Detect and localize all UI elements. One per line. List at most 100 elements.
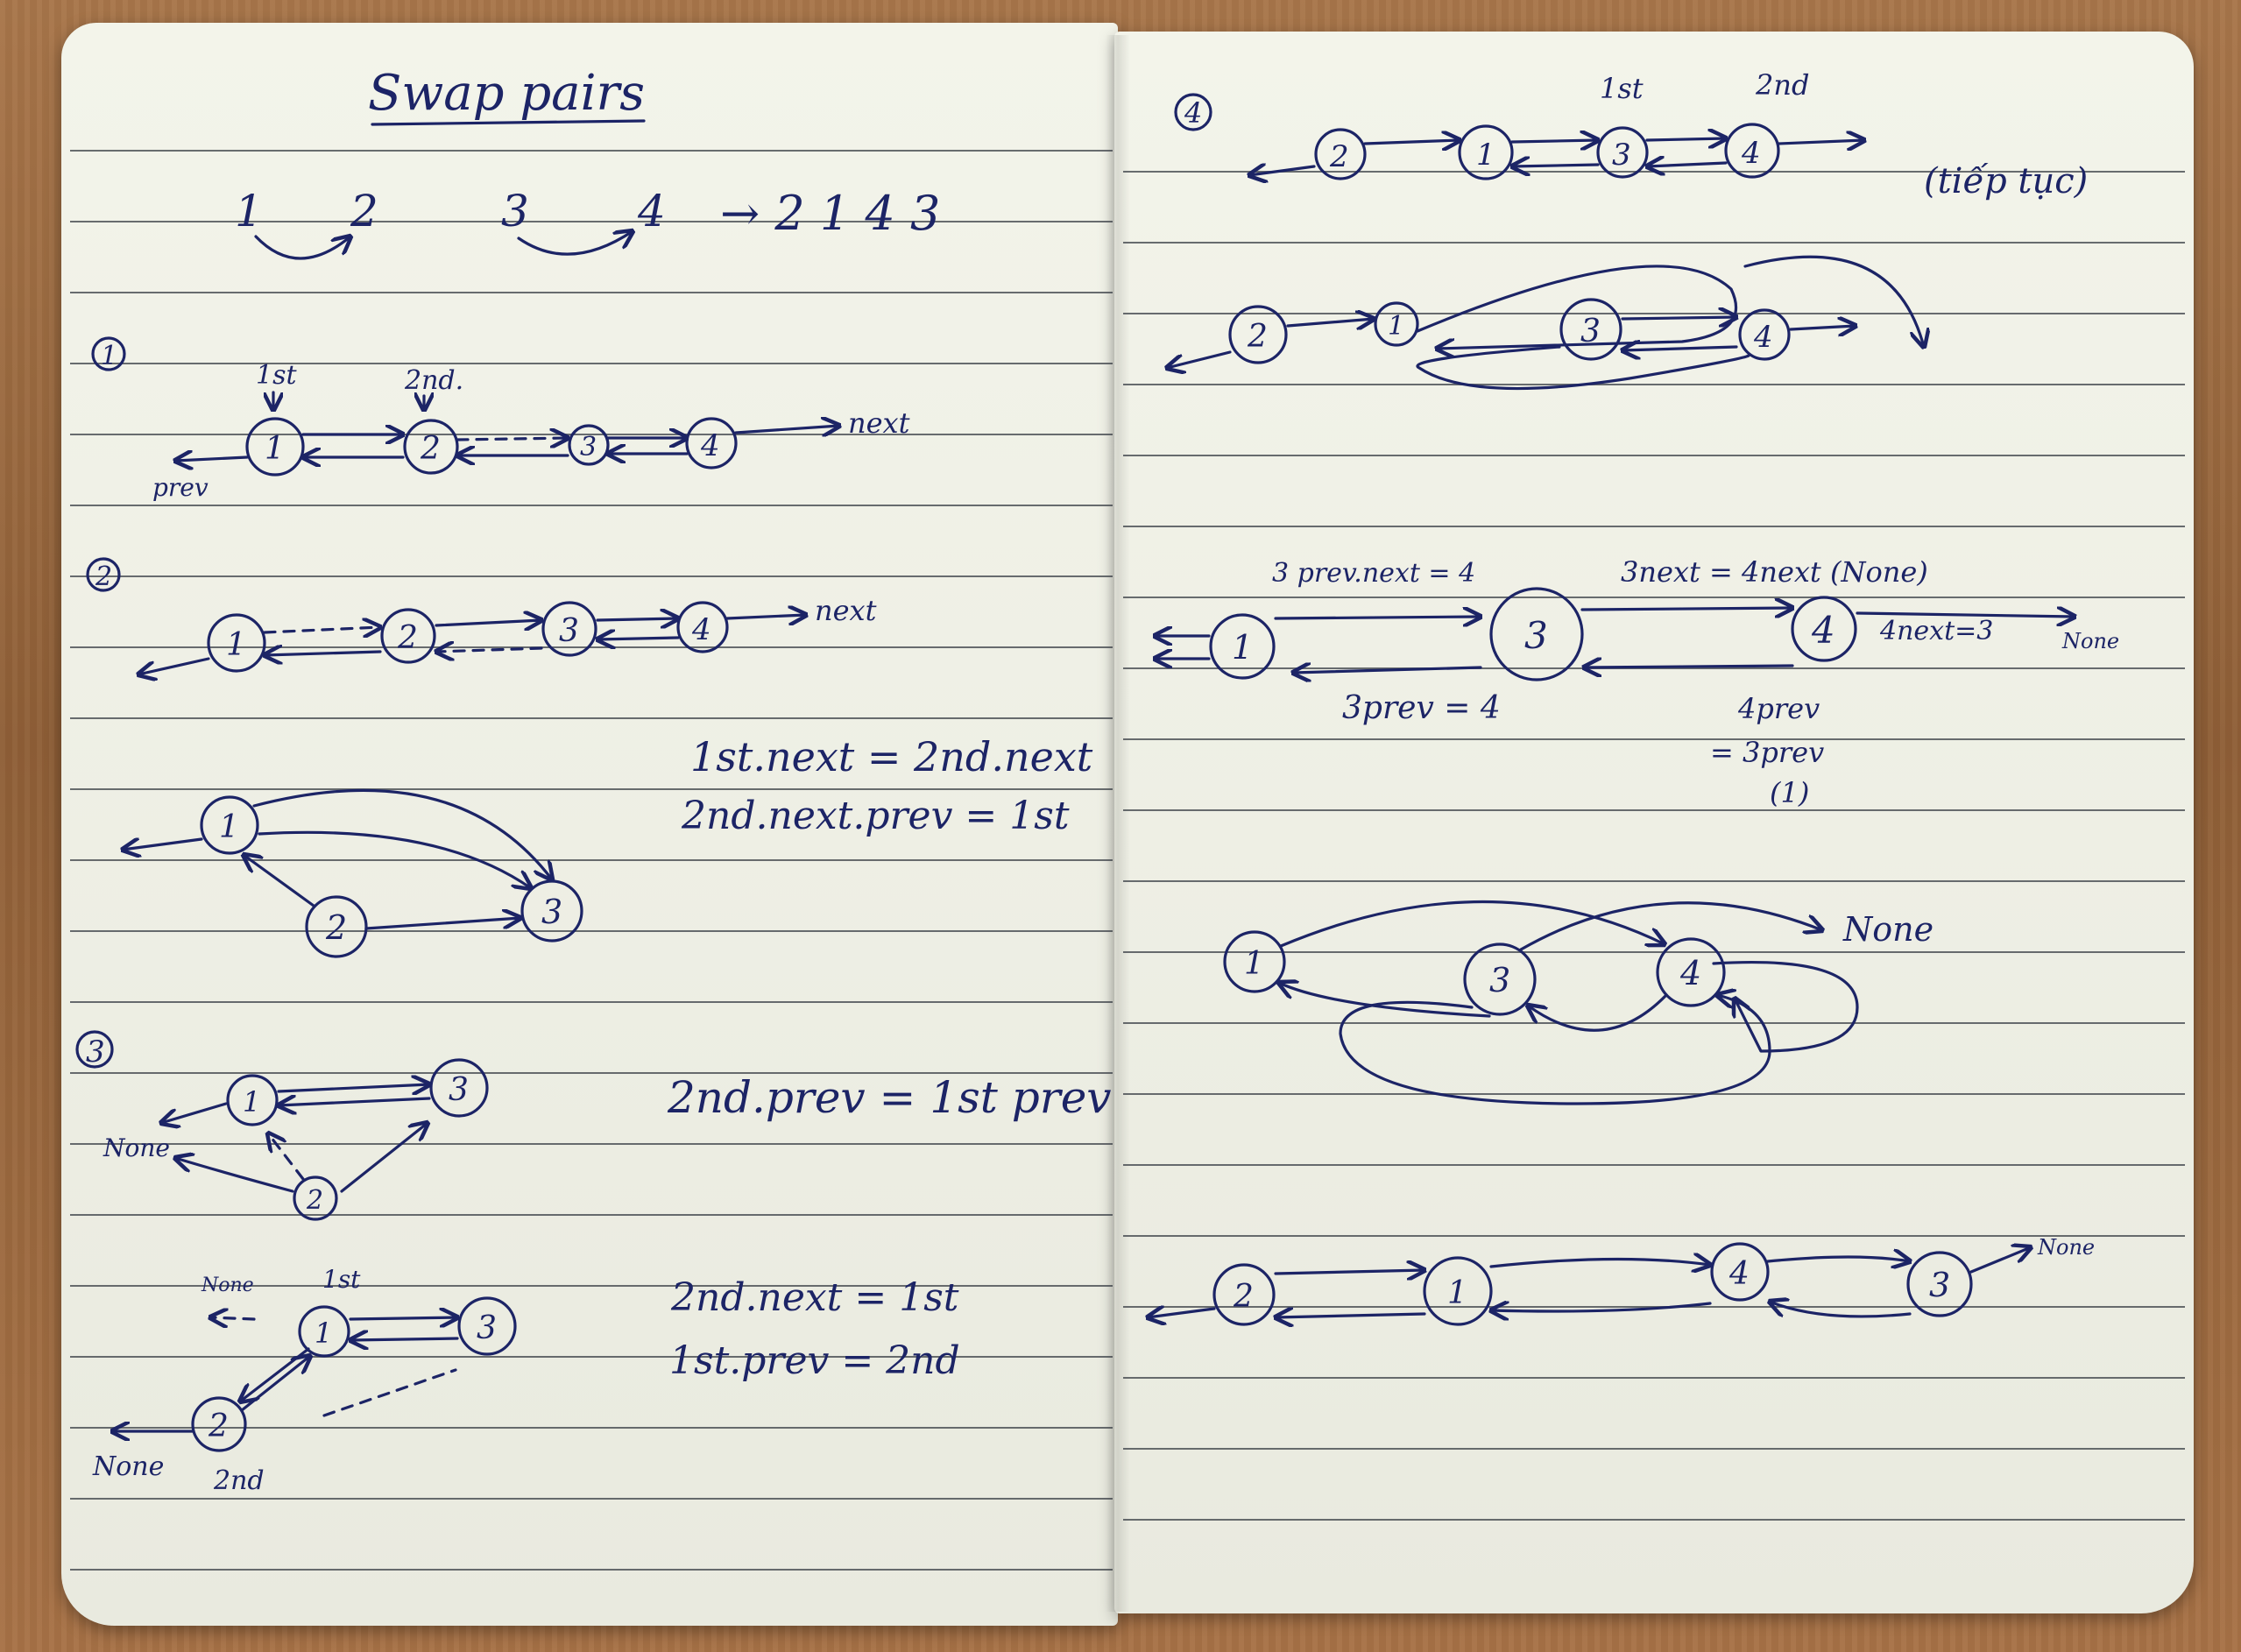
label-h: (1) xyxy=(1770,776,1809,809)
node-3: 3 xyxy=(429,1058,489,1118)
node-2: 2 xyxy=(380,608,436,664)
link xyxy=(725,615,806,618)
link xyxy=(1489,1259,1710,1267)
node-1: 1 xyxy=(1458,124,1514,180)
node-4: 4 xyxy=(676,601,729,653)
link xyxy=(1712,960,1859,1053)
page-title: Swap pairs xyxy=(368,65,645,122)
label-none: None xyxy=(1842,910,1933,949)
link xyxy=(1743,255,1924,347)
svg-text:2: 2 xyxy=(1329,139,1349,174)
svg-text:3: 3 xyxy=(1580,314,1601,349)
link xyxy=(322,1368,457,1417)
link xyxy=(1622,347,1738,350)
link xyxy=(1491,1303,1712,1311)
link xyxy=(252,788,552,879)
step-number-circle xyxy=(91,336,126,371)
link xyxy=(1286,319,1374,326)
svg-text:1: 1 xyxy=(1232,628,1253,667)
svg-text:1: 1 xyxy=(219,809,239,845)
label-none: None xyxy=(103,1133,170,1162)
link xyxy=(138,657,210,674)
node-4: 4 xyxy=(1791,596,1857,662)
link xyxy=(265,652,382,655)
node-2: 2 xyxy=(1228,305,1288,364)
node-1: 1 xyxy=(1374,301,1419,347)
notebook-right-page xyxy=(1114,32,2194,1613)
node-3: 3 xyxy=(457,1296,517,1356)
step-4: 4 1st 2nd (tiếp tục) 2 1 3 4 2 1 3 4 3 p… xyxy=(1148,68,2119,1324)
link xyxy=(350,1338,459,1340)
step-number: 1 xyxy=(101,341,117,371)
node-1: 1 xyxy=(1223,930,1286,993)
label-1st: 1st xyxy=(1600,72,1644,105)
link xyxy=(1789,326,1856,329)
note: (tiếp tục) xyxy=(1924,161,2088,201)
link xyxy=(175,457,249,461)
link xyxy=(1580,608,1792,610)
node-1: 1 xyxy=(245,417,305,477)
link xyxy=(456,438,568,440)
link xyxy=(1279,900,1665,948)
svg-text:4: 4 xyxy=(1679,954,1701,992)
label-none-2: None xyxy=(201,1274,254,1296)
link xyxy=(1856,613,2075,617)
link xyxy=(1416,265,1737,349)
svg-text:4: 4 xyxy=(691,612,711,647)
label-d: None xyxy=(2061,629,2119,653)
equation-1: 1st.next = 2nd.next xyxy=(690,733,1093,780)
node-3: 3 xyxy=(1906,1251,1973,1317)
svg-text:3: 3 xyxy=(1929,1266,1950,1304)
node-3: 3 xyxy=(1463,942,1537,1016)
node-4: 4 xyxy=(1656,937,1726,1007)
label-prev: prev xyxy=(152,473,209,502)
link xyxy=(268,1133,305,1181)
svg-text:4: 4 xyxy=(700,428,720,463)
svg-text:1: 1 xyxy=(1244,946,1264,982)
label-1st: 1st xyxy=(256,360,297,391)
node-3: 3 xyxy=(1596,126,1649,179)
notebook-gutter xyxy=(1106,35,1130,1612)
node-4: 4 xyxy=(1738,308,1791,361)
svg-text:4: 4 xyxy=(1753,320,1773,355)
link xyxy=(1645,138,1726,140)
example-row: 1 2 3 4 → 2 1 4 3 xyxy=(235,186,940,260)
link xyxy=(277,1084,429,1091)
link xyxy=(244,855,315,907)
svg-text:4: 4 xyxy=(1811,609,1835,652)
link xyxy=(340,1123,428,1193)
label-2nd: 2nd. xyxy=(404,365,463,396)
svg-text:3: 3 xyxy=(1612,138,1631,173)
svg-text:1: 1 xyxy=(243,1085,260,1119)
link xyxy=(123,839,203,850)
ruled-lines xyxy=(70,150,2185,1571)
svg-text:2: 2 xyxy=(208,1408,229,1444)
label-b: 3next = 4next (None) xyxy=(1621,555,1928,589)
svg-text:3: 3 xyxy=(559,613,579,649)
node-2: 2 xyxy=(293,1175,338,1221)
node-3: 3 xyxy=(1489,587,1584,681)
svg-text:4: 4 xyxy=(1728,1256,1750,1292)
svg-text:3: 3 xyxy=(1489,961,1510,999)
notebook-left-page xyxy=(61,23,1118,1626)
step-number-circle xyxy=(75,1030,114,1069)
equation-4: 2nd.next = 1st xyxy=(670,1275,959,1320)
equation-2: 2nd.next.prev = 1st xyxy=(681,794,1070,838)
link xyxy=(1148,1309,1216,1317)
link xyxy=(597,638,680,639)
link xyxy=(1584,666,1794,667)
node-4: 4 xyxy=(685,417,738,469)
svg-text:2: 2 xyxy=(420,431,441,467)
node-2: 2 xyxy=(191,1396,247,1452)
link xyxy=(596,618,678,620)
svg-text:1: 1 xyxy=(265,431,285,467)
svg-text:3: 3 xyxy=(541,893,562,931)
link xyxy=(279,1098,431,1105)
link xyxy=(734,426,839,433)
link xyxy=(1274,617,1481,618)
link xyxy=(263,627,380,632)
node-3: 3 xyxy=(1559,298,1622,361)
link xyxy=(436,648,543,652)
node-2: 2 xyxy=(1314,128,1367,180)
